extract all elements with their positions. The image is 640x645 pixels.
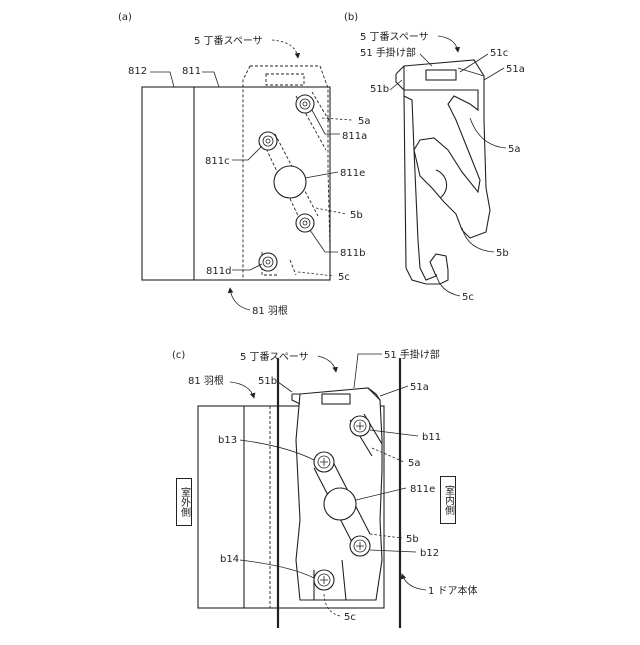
label-5c-a: 5c <box>338 272 350 283</box>
label-5c-c: 5c <box>344 612 356 623</box>
label-51a-c: 51a <box>410 382 429 393</box>
label-wing-a: 81 羽根 <box>252 304 288 317</box>
label-5a-b: 5a <box>508 144 521 155</box>
label-5c-b: 5c <box>462 292 474 303</box>
handle-window-c <box>322 394 350 404</box>
panel-b-tag: (b) <box>344 12 358 23</box>
panel-c-tag: (c) <box>172 350 185 361</box>
label-5b-a: 5b <box>350 210 363 221</box>
panel-b: (b) 5 丁番スペーサ 51 手掛け部 51c 51a 51b 5a 5b 5… <box>344 12 525 303</box>
indoor-side-label: 室内側 <box>441 485 456 515</box>
outdoor-side-box: 室外側 <box>176 478 192 526</box>
label-811a: 811a <box>342 131 367 142</box>
screw-811c <box>259 132 277 150</box>
screw-b14 <box>314 570 334 590</box>
label-811d: 811d <box>206 266 231 277</box>
label-5a-c: 5a <box>408 458 421 469</box>
label-5b-b: 5b <box>496 248 509 259</box>
label-811b: 811b <box>340 248 365 259</box>
label-5b-c: 5b <box>406 534 419 545</box>
label-door: 1 ドア本体 <box>428 584 478 597</box>
screw-b12 <box>350 536 370 556</box>
spacer-body-b <box>404 60 490 284</box>
label-spacer-b: 5 丁番スペーサ <box>360 31 429 43</box>
label-spacer-a: 5 丁番スペーサ <box>194 35 263 47</box>
label-b13: b13 <box>218 435 237 446</box>
hole-811e-c <box>324 488 356 520</box>
label-spacer-c: 5 丁番スペーサ <box>240 351 309 363</box>
label-51a-b: 51a <box>506 64 525 75</box>
screw-811b <box>296 214 314 232</box>
panel-a-tag: (a) <box>118 12 132 23</box>
label-812: 812 <box>128 66 147 77</box>
screw-b11 <box>350 416 370 436</box>
label-811e-a: 811e <box>340 168 365 179</box>
label-811e-c: 811e <box>410 484 435 495</box>
label-b11: b11 <box>422 432 441 443</box>
outdoor-side-label: 室外側 <box>177 487 192 517</box>
label-51b-c: 51b <box>258 376 277 387</box>
label-b12: b12 <box>420 548 439 559</box>
handle-window-dashed-a <box>266 74 304 85</box>
label-51c: 51c <box>490 48 508 59</box>
panel-c: (c) <box>172 348 478 628</box>
panel-a: (a) <box>118 12 371 317</box>
label-51b-b: 51b <box>370 84 389 95</box>
handle-window-b <box>426 70 456 80</box>
label-handle-c: 51 手掛け部 <box>384 348 440 361</box>
label-5a-a: 5a <box>358 116 371 127</box>
label-handle-b: 51 手掛け部 <box>360 46 416 59</box>
label-b14: b14 <box>220 554 239 565</box>
label-wing-c: 81 羽根 <box>188 374 224 387</box>
screw-b13 <box>314 452 334 472</box>
spacer-left-edge-dashed-a <box>243 66 250 280</box>
label-811: 811 <box>182 66 201 77</box>
screw-811d <box>259 253 277 271</box>
label-811c: 811c <box>205 156 230 167</box>
hole-811e <box>274 166 306 198</box>
screw-811a <box>296 95 314 113</box>
indoor-side-box: 室内側 <box>440 476 456 524</box>
